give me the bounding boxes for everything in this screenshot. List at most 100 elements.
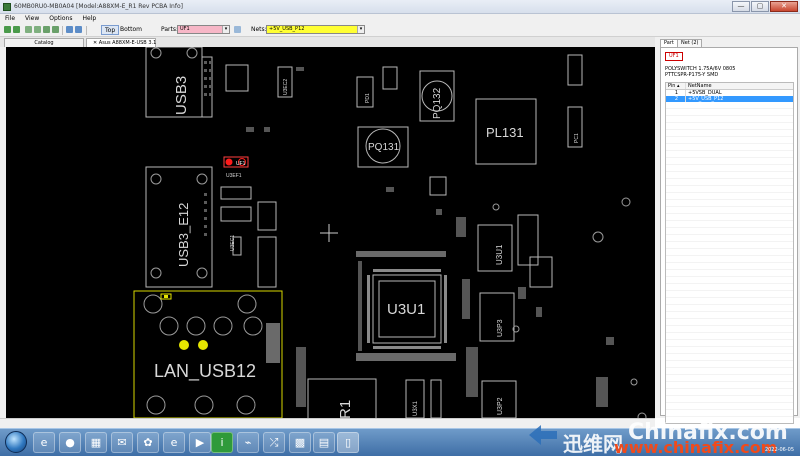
column-header-pin[interactable]: Pin ▴ <box>666 83 686 89</box>
iqiyi-icon[interactable]: i <box>211 432 233 453</box>
title-bar: 60MB0RU0-MB0A04 [Model:A88XM-E_R1 Rev PC… <box>0 0 800 14</box>
forward-icon[interactable] <box>13 26 20 33</box>
r1-outline <box>307 378 377 418</box>
parts-combo[interactable]: UF1 ▾ <box>177 25 230 34</box>
close-button[interactable]: ✕ <box>770 1 798 12</box>
app-icon[interactable]: ✿ <box>137 432 159 453</box>
r1-label: R1 <box>337 400 354 418</box>
back-icon[interactable] <box>4 26 11 33</box>
pin-cell: 1 <box>666 90 686 96</box>
u3p2-outline <box>481 380 517 418</box>
uf1-outline <box>223 156 249 168</box>
lan-pad-1 <box>179 340 189 350</box>
minimize-button[interactable]: — <box>732 1 750 12</box>
part-name-badge: UF1 <box>665 52 683 61</box>
watermark-brand-en: Chinafix.com <box>628 420 788 445</box>
folder-icon[interactable]: ▦ <box>85 432 107 453</box>
nets-combo[interactable]: +5V_USB_P12 ▾ <box>266 25 365 34</box>
browser-icon[interactable]: e <box>163 432 185 453</box>
menu-options[interactable]: Options <box>49 15 73 22</box>
parts-label: Parts: <box>161 26 178 33</box>
tab-catalog[interactable]: Catalog <box>4 38 84 47</box>
pl131-outline <box>475 98 537 165</box>
ie-icon[interactable]: e <box>33 432 55 453</box>
u3ef-label: U3EF1 <box>226 173 242 179</box>
media-icon[interactable]: ● <box>59 432 81 453</box>
zoom-in-icon[interactable] <box>25 26 32 33</box>
fit-icon[interactable] <box>43 26 50 33</box>
document-tabs: Catalog ✕ Asus A88XM-E-USB 3.1 <box>0 37 655 47</box>
close-icon[interactable]: ✕ <box>93 40 99 46</box>
network-icon[interactable]: ⌁ <box>237 432 259 453</box>
pq132-outline <box>419 70 455 122</box>
lan-pad-2 <box>198 340 208 350</box>
net-cell: +5VSB_DUAL <box>688 90 722 96</box>
pl131-label: PL131 <box>486 125 524 140</box>
usb3-e12-outline <box>145 166 213 288</box>
table-row-selected[interactable]: 2 +5V_USB_P12 <box>666 96 793 102</box>
tab-net[interactable]: Net (2) <box>677 39 703 47</box>
zoom-out-icon[interactable] <box>34 26 41 33</box>
pd1-label: PD1 <box>365 93 371 103</box>
uf1-pad-1 <box>225 158 233 166</box>
toolbar: Top Bottom Parts: UF1 ▾ Nets: +5V_USB_P1… <box>0 24 800 37</box>
pq131-outline <box>357 126 409 168</box>
pq132-label: PQ132 <box>432 87 443 119</box>
shuffle-icon[interactable]: ⤮ <box>263 432 285 453</box>
part-desc-line2: PTTCSPR-P175-Y SMD <box>665 72 719 78</box>
board-view[interactable]: USB3 USB3_E12 LAN_USB12 PL131 PQ131 PQ13… <box>6 47 655 418</box>
menu-view[interactable]: View <box>25 15 40 22</box>
windows-icon[interactable]: ▩ <box>289 432 311 453</box>
maximize-button[interactable]: ▢ <box>751 1 769 12</box>
watermark-url: www.chinafix.com <box>614 438 778 457</box>
watermark-brand-cn: 迅维网 <box>563 432 623 456</box>
app-icon <box>3 3 11 11</box>
lan-usb12-outline <box>133 290 283 418</box>
table-row[interactable]: 1 +5VSB_DUAL <box>666 90 793 96</box>
net-cell: +5V_USB_P12 <box>688 96 724 102</box>
nets-value: +5V_USB_P12 <box>269 26 305 32</box>
notes-icon[interactable]: ▤ <box>313 432 335 453</box>
menu-bar: File View Options Help <box>0 14 800 24</box>
part-description: POLYSWITCH 1.75A/6V 0805 PTTCSPR-P175-Y … <box>665 66 735 78</box>
flip-icon[interactable] <box>75 26 82 33</box>
start-button[interactable] <box>5 431 27 453</box>
boardviewer-icon[interactable]: ▯ <box>337 432 359 453</box>
cursor-crosshair <box>320 224 338 242</box>
taskbar-clock[interactable]: 2022-06-05 <box>764 447 794 453</box>
tab-part[interactable]: Part <box>660 39 678 47</box>
uf1-label: UF1 <box>236 161 246 167</box>
uf1-pad-2 <box>238 158 246 166</box>
rotate-icon[interactable] <box>66 26 73 33</box>
u3ec1-label: U3EC1 <box>230 235 236 251</box>
tab-board[interactable]: ✕ Asus A88XM-E-USB 3.1 <box>86 38 156 47</box>
select-icon[interactable] <box>52 26 59 33</box>
lan-usb12-label: LAN_USB12 <box>154 361 256 382</box>
chat-icon[interactable]: ✉ <box>111 432 133 453</box>
part-details: UF1 POLYSWITCH 1.75A/6V 0805 PTTCSPR-P17… <box>660 47 798 424</box>
status-bar <box>0 418 655 428</box>
menu-file[interactable]: File <box>5 15 16 22</box>
chinafix-logo-icon <box>529 425 557 445</box>
search-icon[interactable] <box>234 26 241 33</box>
usb3-label: USB3 <box>173 76 190 115</box>
u3u1-label: U3U1 <box>387 301 425 318</box>
chevron-down-icon[interactable]: ▾ <box>357 26 364 33</box>
u3u1-side-label: U3U1 <box>495 244 504 265</box>
column-header-netname[interactable]: NetName <box>688 83 712 89</box>
table-empty-area <box>666 102 793 423</box>
chevron-down-icon[interactable]: ▾ <box>222 26 229 33</box>
u3ec2-label: U3EC2 <box>283 79 289 95</box>
pin-net-table: Pin ▴ NetName 1 +5VSB_DUAL 2 +5V_USB_P12 <box>665 82 794 424</box>
u3u1-outline <box>372 274 442 344</box>
menu-help[interactable]: Help <box>82 15 97 22</box>
u3x1-outline <box>405 379 425 418</box>
u3p2-label: U3P2 <box>497 397 504 415</box>
u3p3-outline <box>479 292 515 342</box>
top-side-button[interactable]: Top <box>101 25 120 35</box>
table-header: Pin ▴ NetName <box>666 83 793 90</box>
player-icon[interactable]: ▶ <box>189 432 211 453</box>
board-canvas[interactable]: USB3 USB3_E12 LAN_USB12 PL131 PQ131 PQ13… <box>6 47 655 418</box>
bottom-side-button[interactable]: Bottom <box>120 26 143 33</box>
u3p3-label: U3P3 <box>497 319 504 337</box>
